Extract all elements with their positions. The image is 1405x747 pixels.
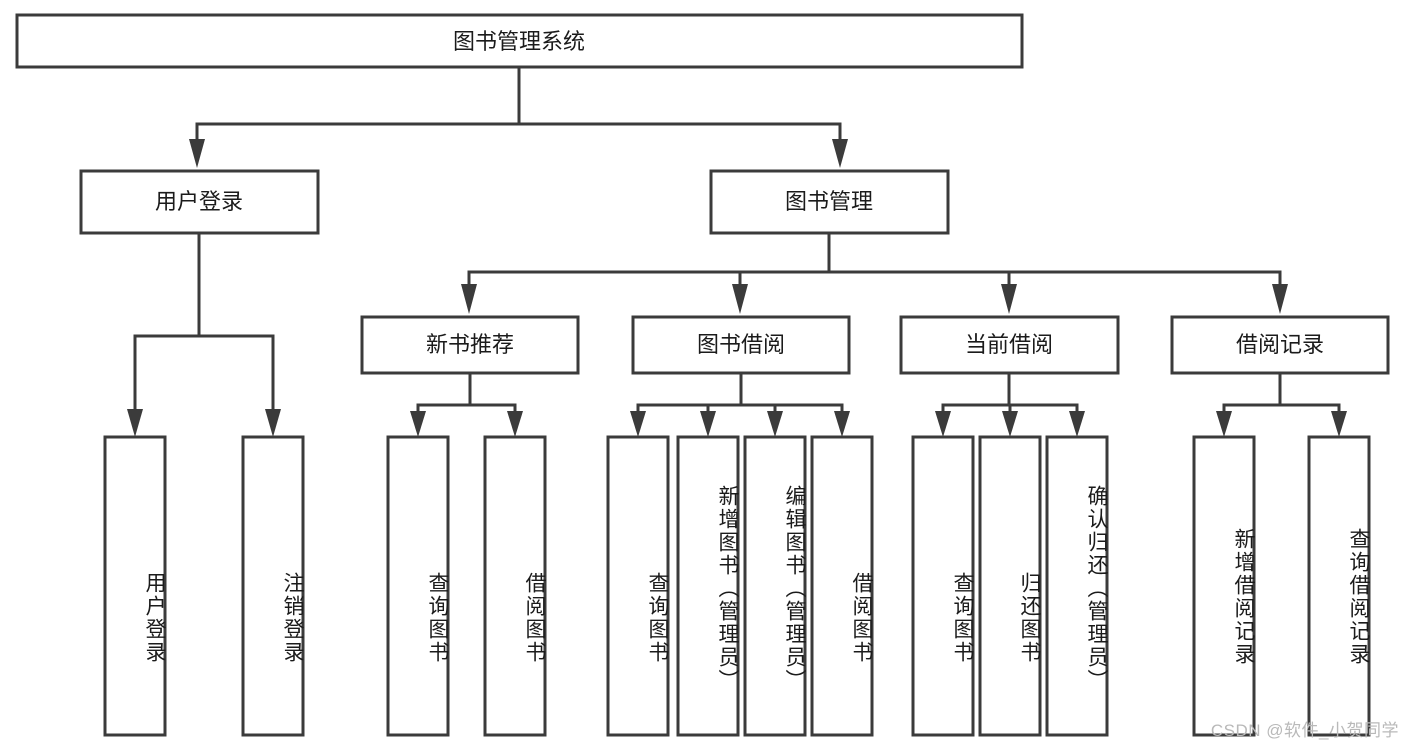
node-user-login-box[interactable] bbox=[79, 169, 320, 235]
arrow-head-user-login bbox=[189, 139, 205, 168]
leaf-box-query-book-3[interactable] bbox=[911, 435, 975, 737]
node-book-management-label: 图书管理 bbox=[785, 189, 873, 214]
node-book-borrow[interactable]: 图书借阅 bbox=[631, 315, 851, 375]
arrow-head-leaf-add-book bbox=[700, 411, 716, 437]
node-current-borrow[interactable]: 当前借阅 bbox=[899, 315, 1120, 375]
connector-new-book-recommend-to-leaves bbox=[410, 371, 523, 437]
connector-root-to-level2 bbox=[189, 65, 848, 168]
arrow-head-leaf-query-book-1 bbox=[410, 411, 426, 437]
arrow-head-leaf-borrow-book-2 bbox=[834, 411, 850, 437]
node-root-box[interactable] bbox=[15, 13, 1024, 69]
arrow-head-leaf-edit-book bbox=[767, 411, 783, 437]
node-borrow-record-label: 借阅记录 bbox=[1236, 332, 1324, 357]
leaf-box-query-book-2[interactable] bbox=[606, 435, 670, 737]
arrow-head-new-book-recommend bbox=[461, 284, 477, 314]
node-root[interactable]: 图书管理系统 bbox=[15, 13, 1024, 69]
leaf-box-add-book[interactable] bbox=[676, 435, 740, 737]
arrow-head-book-management bbox=[832, 139, 848, 168]
leaf-box-borrow-book-1[interactable] bbox=[483, 435, 547, 737]
node-book-management[interactable]: 图书管理 bbox=[709, 169, 950, 235]
connector-current-borrow-to-leaves bbox=[935, 371, 1085, 437]
node-current-borrow-box[interactable] bbox=[899, 315, 1120, 375]
connector-user-login-to-leaves bbox=[127, 231, 281, 437]
node-user-login[interactable]: 用户登录 bbox=[79, 169, 320, 235]
arrow-head-leaf-confirm-return bbox=[1069, 411, 1085, 437]
connector-book-management-to-level3 bbox=[461, 231, 1288, 314]
arrow-head-current-borrow bbox=[1001, 284, 1017, 314]
arrow-head-leaf-query-book-2 bbox=[630, 411, 646, 437]
leaf-box-confirm-return[interactable] bbox=[1045, 435, 1109, 737]
node-new-book-recommend[interactable]: 新书推荐 bbox=[360, 315, 580, 375]
arrow-head-leaf-user-login bbox=[127, 409, 143, 437]
arrow-head-leaf-query-book-3 bbox=[935, 411, 951, 437]
leaf-box-add-borrow-record[interactable] bbox=[1192, 435, 1256, 737]
node-new-book-recommend-label: 新书推荐 bbox=[426, 332, 514, 357]
connector-borrow-record-to-leaves bbox=[1216, 371, 1347, 437]
arrow-head-book-borrow bbox=[732, 284, 748, 314]
leaf-box-query-book-1[interactable] bbox=[386, 435, 450, 737]
node-user-login-label: 用户登录 bbox=[155, 189, 243, 214]
leaf-box-return-book[interactable] bbox=[978, 435, 1042, 737]
node-borrow-record[interactable]: 借阅记录 bbox=[1170, 315, 1390, 375]
arrow-head-borrow-record bbox=[1272, 284, 1288, 314]
leaf-box-query-borrow-record[interactable] bbox=[1307, 435, 1371, 737]
node-root-label: 图书管理系统 bbox=[453, 29, 585, 54]
leaf-box-edit-book[interactable] bbox=[743, 435, 807, 737]
arrow-head-leaf-user-logout bbox=[265, 409, 281, 437]
node-new-book-recommend-box[interactable] bbox=[360, 315, 580, 375]
arrow-head-leaf-query-borrow-record bbox=[1331, 411, 1347, 437]
node-current-borrow-label: 当前借阅 bbox=[965, 332, 1053, 357]
connector-book-borrow-to-leaves bbox=[630, 371, 850, 437]
arrow-head-leaf-add-borrow-record bbox=[1216, 411, 1232, 437]
node-book-borrow-label: 图书借阅 bbox=[697, 332, 785, 357]
leaf-box-borrow-book-2[interactable] bbox=[810, 435, 874, 737]
arrow-head-leaf-borrow-book-1 bbox=[507, 411, 523, 437]
csdn-watermark: CSDN @软件_小贺同学 bbox=[1210, 721, 1399, 740]
leaf-box-user-logout[interactable] bbox=[241, 435, 305, 737]
leaf-box-user-login[interactable] bbox=[103, 435, 167, 737]
arrow-head-leaf-return-book bbox=[1002, 411, 1018, 437]
